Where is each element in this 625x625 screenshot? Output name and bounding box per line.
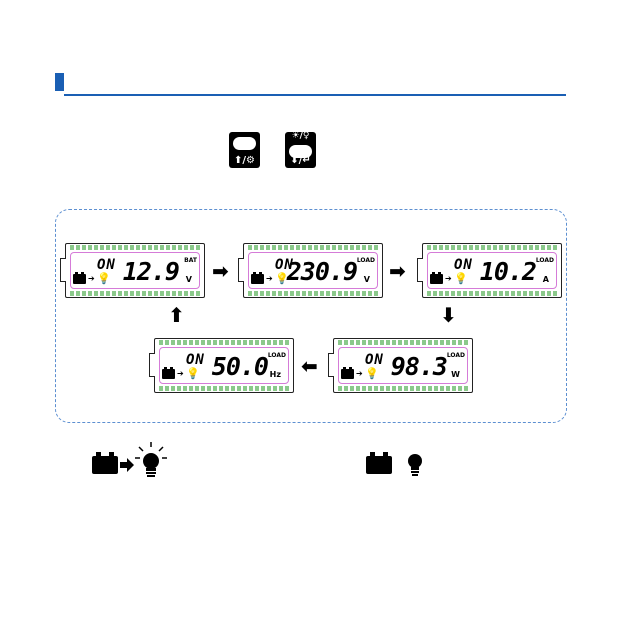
arrow-down-icon: ⬇ — [440, 305, 457, 325]
lcd-tag: LOAD — [536, 257, 554, 264]
battery-icon — [73, 274, 86, 284]
bulb-icon: 💡 — [365, 367, 379, 380]
lcd-screen: ON 50.0 Hz LOAD ➔ 💡 — [159, 347, 289, 384]
lcd-value: 50.0 — [212, 353, 268, 381]
lcd-tag: LOAD — [268, 352, 286, 359]
arrow-right-icon — [120, 458, 134, 472]
lcd-output-frequency: ON 50.0 Hz LOAD ➔ 💡 — [154, 338, 294, 393]
lcd-on-label: ON — [186, 352, 205, 368]
lcd-tag: BAT — [184, 257, 197, 264]
lcd-on-label: ON — [97, 257, 116, 273]
lcd-screen: ON 98.3 W LOAD ➔ 💡 — [338, 347, 468, 384]
lcd-output-current: ON 10.2 A LOAD ➔ 💡 — [422, 243, 562, 298]
lcd-unit: V — [186, 275, 192, 284]
lcd-on-label: ON — [365, 352, 384, 368]
lcd-screen: ON 230.9 V LOAD ➔ 💡 — [248, 252, 378, 289]
lcd-tag: LOAD — [447, 352, 465, 359]
lcd-battery-voltage: ON 12.9 V BAT ➔ 💡 — [65, 243, 205, 298]
arrow-icon: ➔ — [356, 369, 363, 378]
battery-icon — [251, 274, 264, 284]
bulb-icon: 💡 — [97, 272, 111, 285]
lcd-value: 12.9 — [123, 258, 179, 286]
arrow-icon: ➔ — [266, 274, 273, 283]
arrow-left-icon: ⬅ — [301, 356, 318, 376]
lcd-unit: W — [451, 370, 460, 379]
bulb-icon: 💡 — [186, 367, 200, 380]
arrow-icon: ➔ — [88, 274, 95, 283]
arrow-right-icon: ➡ — [212, 261, 229, 281]
battery-icon — [366, 456, 392, 474]
lcd-value: 98.3 — [391, 353, 447, 381]
arrow-icon: ➔ — [177, 369, 184, 378]
sun-bulb-icon: ☀/♀ — [285, 131, 316, 141]
lcd-output-voltage: ON 230.9 V LOAD ➔ 💡 — [243, 243, 383, 298]
lcd-tag: LOAD — [357, 257, 375, 264]
battery-icon — [341, 369, 354, 379]
arrow-up-icon: ⬆ — [168, 305, 185, 325]
up-settings-button[interactable]: ⬆/⚙ — [229, 132, 260, 168]
lcd-screen: ON 10.2 A LOAD ➔ 💡 — [427, 252, 557, 289]
section-divider — [64, 94, 566, 96]
bulb-icon: 💡 — [454, 272, 468, 285]
lcd-value: 230.9 — [287, 258, 357, 286]
lcd-unit: Hz — [270, 370, 281, 379]
button-pill-icon — [233, 137, 256, 150]
lcd-value: 10.2 — [480, 258, 536, 286]
down-enter-icon: ⬇/↵ — [285, 155, 316, 166]
bulb-icon — [407, 452, 423, 480]
bulb-icon: 💡 — [275, 272, 289, 285]
bulb-lit-icon — [135, 441, 167, 481]
lcd-screen: ON 12.9 V BAT ➔ 💡 — [70, 252, 200, 289]
battery-icon — [430, 274, 443, 284]
up-gear-icon: ⬆/⚙ — [229, 155, 260, 166]
down-enter-button[interactable]: ☀/♀ ⬇/↵ — [285, 132, 316, 168]
lcd-unit: V — [364, 275, 370, 284]
lcd-output-power: ON 98.3 W LOAD ➔ 💡 — [333, 338, 473, 393]
battery-icon — [92, 456, 118, 474]
lcd-on-label: ON — [454, 257, 473, 273]
battery-icon — [162, 369, 175, 379]
arrow-right-icon: ➡ — [389, 261, 406, 281]
lcd-unit: A — [543, 275, 549, 284]
display-cycle-panel — [55, 209, 567, 423]
section-marker — [55, 73, 64, 91]
arrow-icon: ➔ — [445, 274, 452, 283]
